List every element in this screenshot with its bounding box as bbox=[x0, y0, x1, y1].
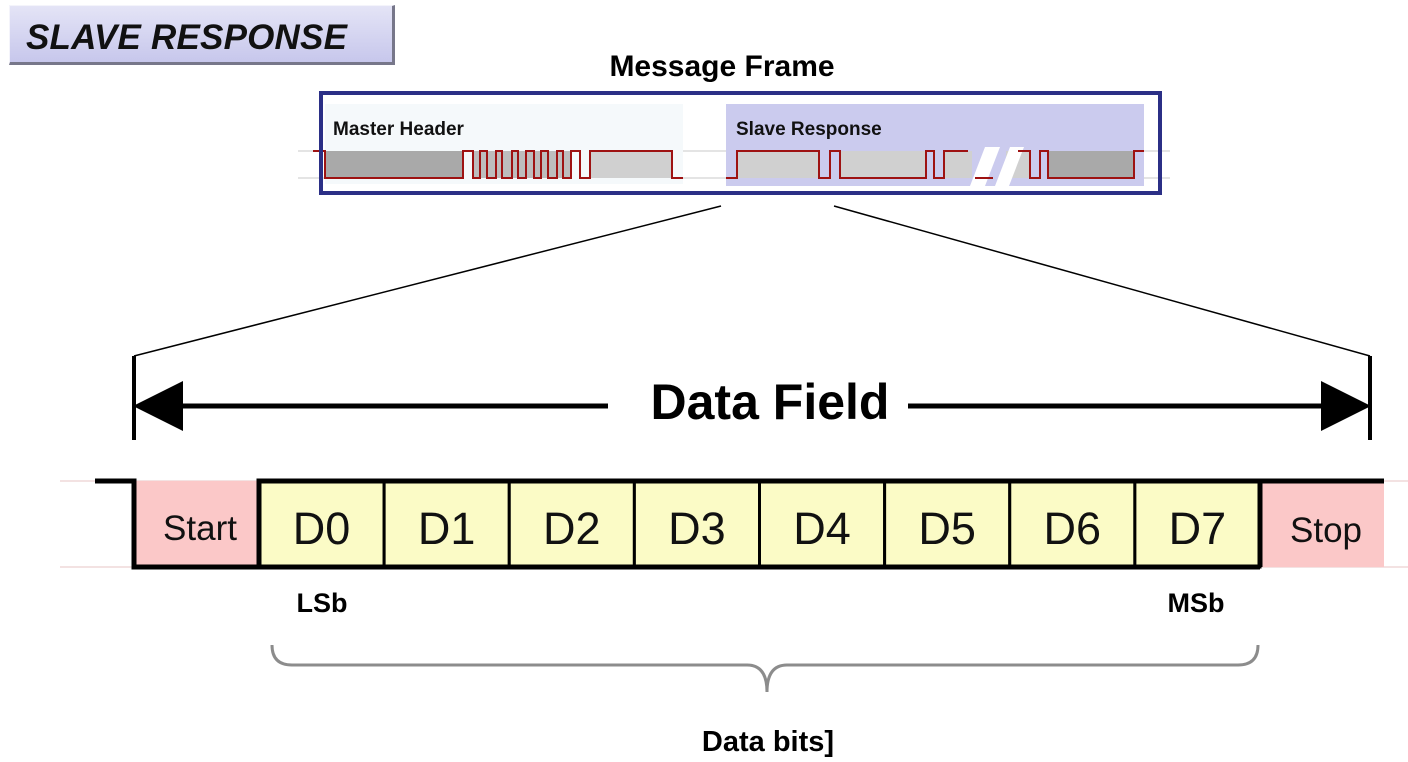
data-bit-label-d4: D4 bbox=[793, 503, 851, 554]
slave-checksum-fill bbox=[1048, 151, 1134, 178]
stop-bit-cell bbox=[1260, 481, 1384, 567]
data-bit-label-d3: D3 bbox=[668, 503, 726, 554]
message-frame-border bbox=[319, 91, 1162, 195]
slave-data2-fill bbox=[840, 151, 926, 178]
slide-title-badge: SLAVE RESPONSE bbox=[9, 5, 395, 65]
data-bits-label: Data bits] bbox=[702, 726, 834, 758]
slave-signal-waveform-3 bbox=[1018, 150, 1144, 179]
data-bit-label-d5: D5 bbox=[918, 503, 976, 554]
zoom-line-right bbox=[833, 205, 1371, 357]
lsb-label: LSb bbox=[297, 588, 348, 618]
data-bit-label-d7: D7 bbox=[1169, 503, 1227, 554]
data-bit-label-d0: D0 bbox=[293, 503, 351, 554]
data-bit-label-d6: D6 bbox=[1044, 503, 1102, 554]
stop-bit-label: Stop bbox=[1290, 511, 1362, 550]
data-bit-cell-d6 bbox=[1008, 479, 1137, 569]
start-bit-label: Start bbox=[163, 509, 237, 548]
data-bit-label-d2: D2 bbox=[543, 503, 601, 554]
msb-label: MSb bbox=[1168, 588, 1225, 618]
data-bit-cell-d3 bbox=[632, 479, 761, 569]
data-field-label: Data Field bbox=[651, 374, 890, 430]
slave-data3-fill bbox=[944, 151, 972, 178]
signal-break-slash-2 bbox=[995, 147, 1024, 186]
zoom-line-left bbox=[133, 205, 722, 357]
data-bit-cell-d7 bbox=[1133, 479, 1262, 569]
slave-data1-fill bbox=[737, 151, 819, 178]
serial-line-waveform bbox=[95, 478, 1260, 570]
master-break-fill bbox=[325, 151, 463, 178]
master-signal-waveform bbox=[313, 150, 683, 179]
data-bit-label-d1: D1 bbox=[418, 503, 476, 554]
data-bit-cell-d4 bbox=[758, 479, 887, 569]
data-bits-brace bbox=[270, 644, 1260, 693]
message-frame-title: Message Frame bbox=[609, 50, 834, 83]
slide-title: SLAVE RESPONSE bbox=[26, 18, 348, 57]
master-sync-fill bbox=[473, 151, 571, 178]
master-id-fill bbox=[590, 151, 672, 178]
slave-response-label: Slave Response bbox=[736, 119, 882, 140]
start-bit-cell bbox=[134, 481, 259, 567]
slave-signal-waveform bbox=[726, 150, 968, 179]
master-header-label: Master Header bbox=[333, 119, 465, 140]
signal-break-slash bbox=[970, 147, 1000, 186]
